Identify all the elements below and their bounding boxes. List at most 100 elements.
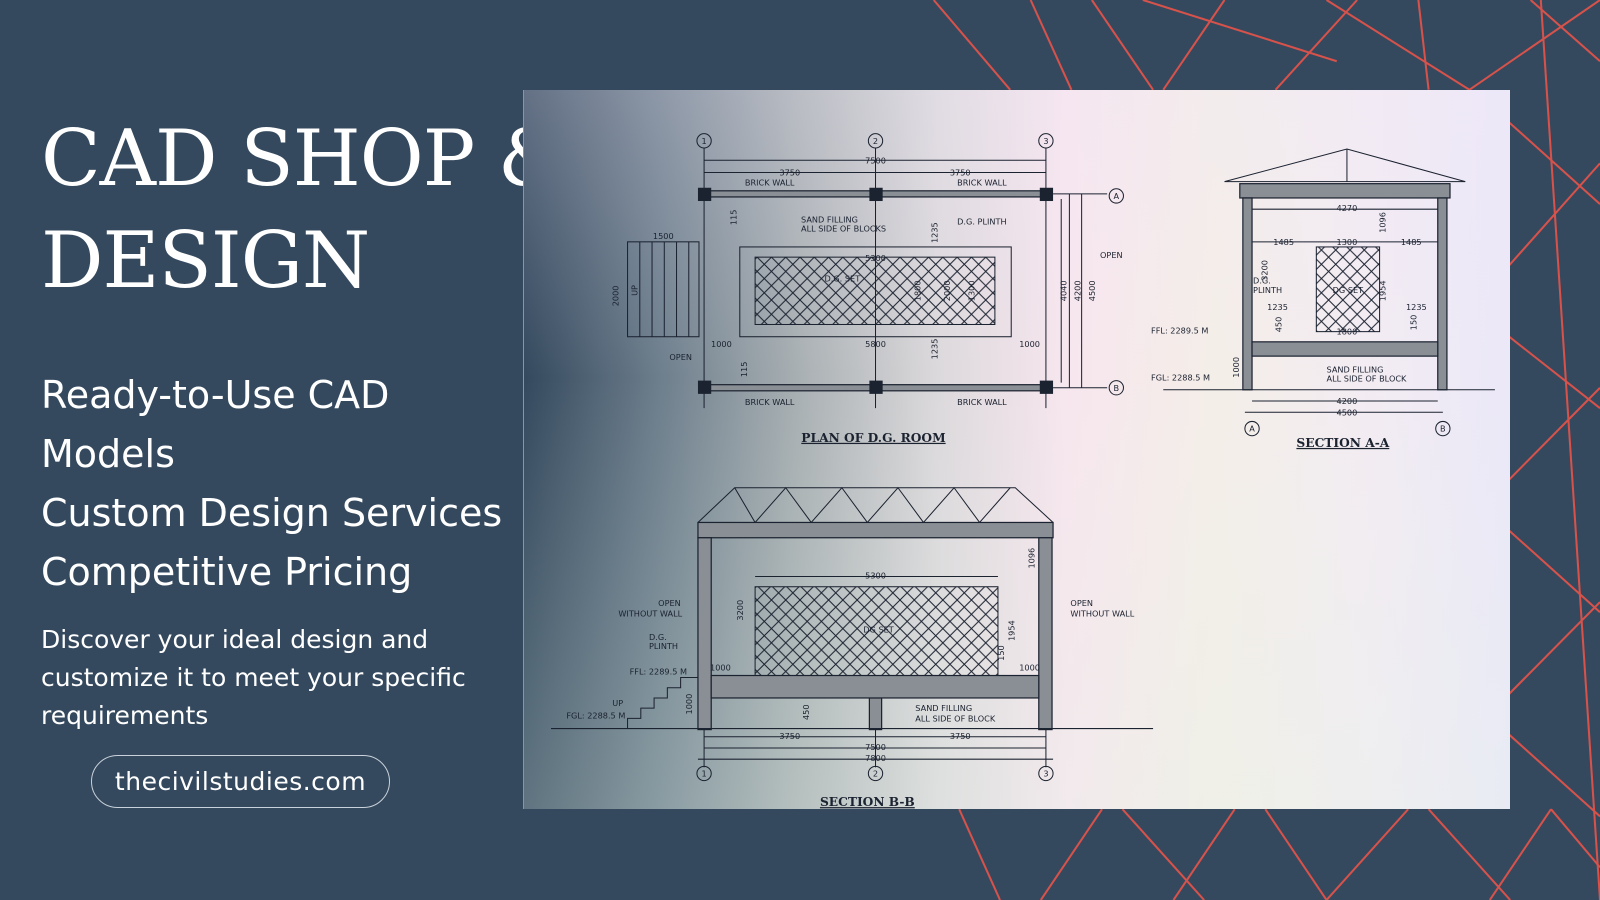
note-label: ALL SIDE OF BLOCK: [1327, 374, 1408, 384]
grid-marker: 3: [1038, 765, 1054, 782]
dimension-label: 1800: [1337, 327, 1358, 337]
dimension-label: 1800: [912, 280, 922, 301]
drawing-shape: [868, 697, 883, 731]
dimension-label: 4200: [1073, 280, 1083, 301]
feature-item: Custom Design Services: [41, 491, 503, 535]
drawing-shape: [627, 241, 700, 338]
drawing-shape: [697, 521, 1054, 539]
drawing-shape: [1038, 765, 1054, 782]
section-aa-view: A B 4270 1485 1300 1485 1235 1235 1800 3…: [1151, 148, 1495, 450]
drawing-shape: [697, 537, 712, 731]
drawing-shape: [697, 187, 712, 202]
drawing-shape: [1315, 246, 1381, 333]
drawing-label: B: [1440, 424, 1446, 434]
grid-marker: 2: [867, 133, 884, 149]
dimension-label: 3200: [1259, 260, 1269, 281]
dimension-label: 7500: [865, 155, 886, 165]
dimension-label: 1235: [930, 222, 940, 243]
note-label: ALL SIDE OF BLOCK: [915, 713, 996, 723]
note-label: DG SET: [1333, 285, 1364, 295]
dimension-label: 4270: [1337, 203, 1358, 213]
drawing-label: 2: [873, 769, 878, 779]
dimension-label: 1000: [1019, 339, 1040, 349]
section-bb-title: SECTION B-B: [820, 795, 915, 809]
note-label: OPEN: [669, 352, 692, 362]
dimension-label: 1096: [1378, 212, 1388, 233]
note-label: D.G.: [649, 632, 667, 642]
dimension-label: 1000: [710, 662, 731, 672]
drawing-label: A: [1249, 424, 1255, 434]
dimension-label: 1000: [1231, 357, 1241, 378]
dimension-label: 3750: [950, 168, 971, 178]
drawing-shape: [627, 241, 700, 338]
dimension-label: 2000: [610, 286, 620, 307]
dimension-label: 1954: [1378, 280, 1388, 301]
dimension-label: 1485: [1401, 237, 1422, 247]
drawing-shape: [869, 380, 883, 394]
dimension-label: 5800: [865, 339, 886, 349]
grid-marker: B: [1108, 380, 1124, 396]
drawing-shape: [1437, 197, 1448, 391]
drawing-shape: [1039, 187, 1054, 202]
drawing-shape: [869, 187, 883, 202]
dimension-label: 1485: [1273, 237, 1294, 247]
drawing-shape: [1053, 193, 1108, 389]
drawing-shape: [697, 487, 1054, 523]
drawing-shape: [1039, 380, 1054, 394]
note-label: D.G. PLINTH: [957, 216, 1006, 226]
dimension-label: 4200: [1337, 396, 1358, 406]
drawing-shape: [867, 765, 884, 782]
note-label: FFL: 2289.5 M: [630, 666, 687, 676]
feature-item: Ready-to-Use CAD: [41, 373, 390, 417]
drawing-shape: [697, 380, 712, 394]
section-bb-view: 1 2 3 5300 3200 1096 1954 150 1000 1000 …: [551, 486, 1154, 809]
grid-marker: 2: [867, 765, 884, 782]
drawing-shape: [1435, 420, 1451, 437]
drawing-shape: [734, 486, 1011, 524]
dimension-label: 150: [1408, 315, 1418, 331]
note-label: FFL: 2289.5 M: [1151, 326, 1208, 336]
note-label: UP: [612, 698, 623, 708]
note-label: OPEN: [1070, 598, 1093, 608]
dimension-label: 3200: [735, 600, 745, 621]
dimension-label: 450: [1274, 317, 1284, 333]
note-label: BRICK WALL: [957, 397, 1007, 407]
plan-view: 1 2 3 A B 7500 3750 3750 1500 2000 5300 …: [610, 133, 1124, 445]
note-label: SAND FILLING: [915, 703, 972, 713]
dimension-label: 4040: [1058, 280, 1068, 301]
drawing-label: B: [1114, 383, 1120, 393]
note-label: PLINTH: [1253, 285, 1282, 295]
note-label: D.G.: [1253, 276, 1271, 286]
dimension-label: 5300: [865, 253, 886, 263]
dimension-label: 2000: [942, 280, 952, 301]
dimension-label: 1096: [1027, 548, 1037, 569]
website-link-button[interactable]: thecivilstudies.com: [91, 755, 390, 808]
dimension-label: 4500: [1087, 280, 1097, 301]
drawing-shape: [1242, 197, 1253, 391]
grid-marker: 1: [696, 765, 712, 782]
note-label: WITHOUT WALL: [618, 608, 682, 618]
note-label: DG SET: [863, 625, 894, 635]
drawing-shape: [1038, 133, 1054, 149]
grid-marker: B: [1435, 420, 1451, 437]
dimension-label: 1300: [1337, 237, 1358, 247]
drawing-shape: [739, 246, 1012, 338]
drawing-shape: [1251, 341, 1439, 357]
dimension-label: 1500: [653, 231, 674, 241]
drawing-shape: [1224, 148, 1466, 183]
grid-marker: A: [1244, 420, 1260, 437]
drawing-shape: [710, 674, 1040, 699]
note-label: SAND FILLING: [1327, 364, 1384, 374]
dimension-label: 3750: [779, 731, 800, 741]
dimension-label: 450: [801, 704, 811, 720]
dimension-label: 5300: [865, 571, 886, 581]
dimension-label: 1000: [1019, 662, 1040, 672]
drawing-shape: [697, 576, 1054, 768]
note-label: WITHOUT WALL: [1070, 608, 1134, 618]
drawing-shape: [1108, 380, 1124, 396]
dimension-label: 1000: [684, 694, 694, 715]
dimension-label: 1235: [930, 339, 940, 360]
dimension-label: 4500: [1337, 407, 1358, 417]
